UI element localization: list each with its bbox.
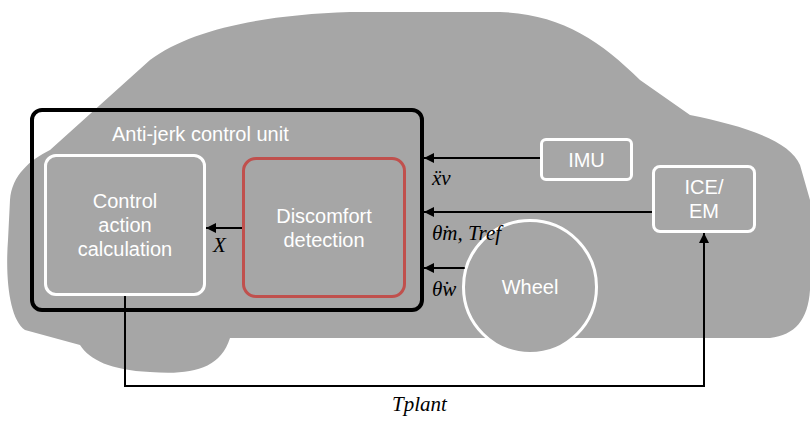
signal-arrow <box>206 227 242 229</box>
signal-label: θ̇m, Tref <box>432 221 501 245</box>
node-label: Wheel <box>502 275 559 299</box>
node-label: IMU <box>568 148 605 172</box>
process-box: Discomfort detection <box>242 157 406 298</box>
sensor-box: IMU <box>540 138 633 181</box>
signal-arrow <box>424 267 465 269</box>
signal-arrow <box>125 233 704 386</box>
signal-label: ẍv <box>432 166 451 190</box>
signal-label: θ̇w <box>432 277 456 301</box>
car-body <box>7 12 810 373</box>
control-unit-box: Anti-jerk control unitControl action cal… <box>30 108 424 312</box>
process-box: Control action calculation <box>44 154 206 296</box>
actuator-box: ICE/ EM <box>652 165 756 233</box>
signal-arrow <box>424 211 652 213</box>
node-label: Discomfort detection <box>264 204 384 252</box>
unit-title: Anti-jerk control unit <box>112 122 289 146</box>
node-label: Control action calculation <box>70 189 180 261</box>
signal-label: X <box>213 233 226 257</box>
node-label: ICE/ EM <box>674 175 734 223</box>
signal-label: Tplant <box>392 392 447 416</box>
signal-arrow <box>424 157 540 159</box>
